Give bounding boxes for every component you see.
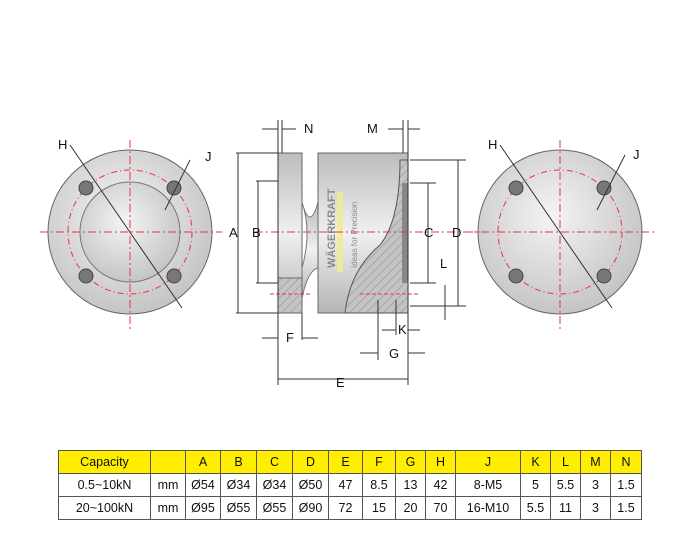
table-cell: 5.5 [520,496,551,520]
table-cell: 16-M10 [455,496,521,520]
label-j-right: J [633,147,640,162]
front-view-right: H J [465,137,655,330]
table-cell: 5.5 [550,473,581,497]
label-f: F [286,330,294,345]
table-cell: mm [150,473,186,497]
header-cell: K [520,450,551,474]
header-cell: L [550,450,581,474]
table-cell: Ø50 [292,473,329,497]
table-cell: 1.5 [610,473,642,497]
label-a: A [229,225,238,240]
header-cell: M [580,450,611,474]
header-cell: Capacity [58,450,151,474]
table-cell: 11 [550,496,581,520]
label-j: J [205,149,212,164]
header-cell: G [395,450,426,474]
label-k: K [398,322,407,337]
header-cell: C [256,450,293,474]
label-c: C [424,225,433,240]
table-cell: 47 [328,473,363,497]
table-cell: 3 [580,496,611,520]
table-cell: Ø55 [220,496,257,520]
table-header: Capacity A B C D E F G H J K L M N [58,450,642,474]
side-view: WÄGERKRAFT Ideas for Precision A B C D E… [229,120,480,390]
header-cell: E [328,450,363,474]
table-cell: 70 [425,496,456,520]
label-d: D [452,225,461,240]
table-cell: mm [150,496,186,520]
table-cell: 20 [395,496,426,520]
label-m: M [367,121,378,136]
brand-logo: WÄGERKRAFT [325,188,338,268]
label-g: G [389,346,399,361]
header-cell: D [292,450,329,474]
table-cell: 13 [395,473,426,497]
table-cell: Ø54 [185,473,221,497]
table-cell: 0.5~10kN [58,473,151,497]
technical-drawing: H J H J WÄGERKRAFT Ideas for Precision [40,120,655,390]
dimension-table: Capacity A B C D E F G H J K L M N 0.5~1… [58,450,642,520]
table-cell: Ø34 [256,473,293,497]
label-h-right: H [488,137,497,152]
table-cell: 15 [362,496,396,520]
table-cell: 42 [425,473,456,497]
table-cell: 1.5 [610,496,642,520]
table-cell: Ø90 [292,496,329,520]
header-cell: F [362,450,396,474]
label-n: N [304,121,313,136]
table-cell: 8-M5 [455,473,521,497]
brand-tagline: Ideas for Precision [350,202,359,268]
label-l: L [440,256,447,271]
label-h: H [58,137,67,152]
label-e: E [336,375,345,390]
header-cell: B [220,450,257,474]
table-cell: 5 [520,473,551,497]
table-cell: 8.5 [362,473,396,497]
label-b: B [252,225,261,240]
front-view-left: H J [40,137,222,330]
header-cell: N [610,450,642,474]
table-cell: Ø95 [185,496,221,520]
table-cell: Ø34 [220,473,257,497]
header-cell: J [455,450,521,474]
header-cell: H [425,450,456,474]
table-cell: 72 [328,496,363,520]
header-cell [150,450,186,474]
header-cell: A [185,450,221,474]
table-cell: Ø55 [256,496,293,520]
table-cell: 3 [580,473,611,497]
table-cell: 20~100kN [58,496,151,520]
